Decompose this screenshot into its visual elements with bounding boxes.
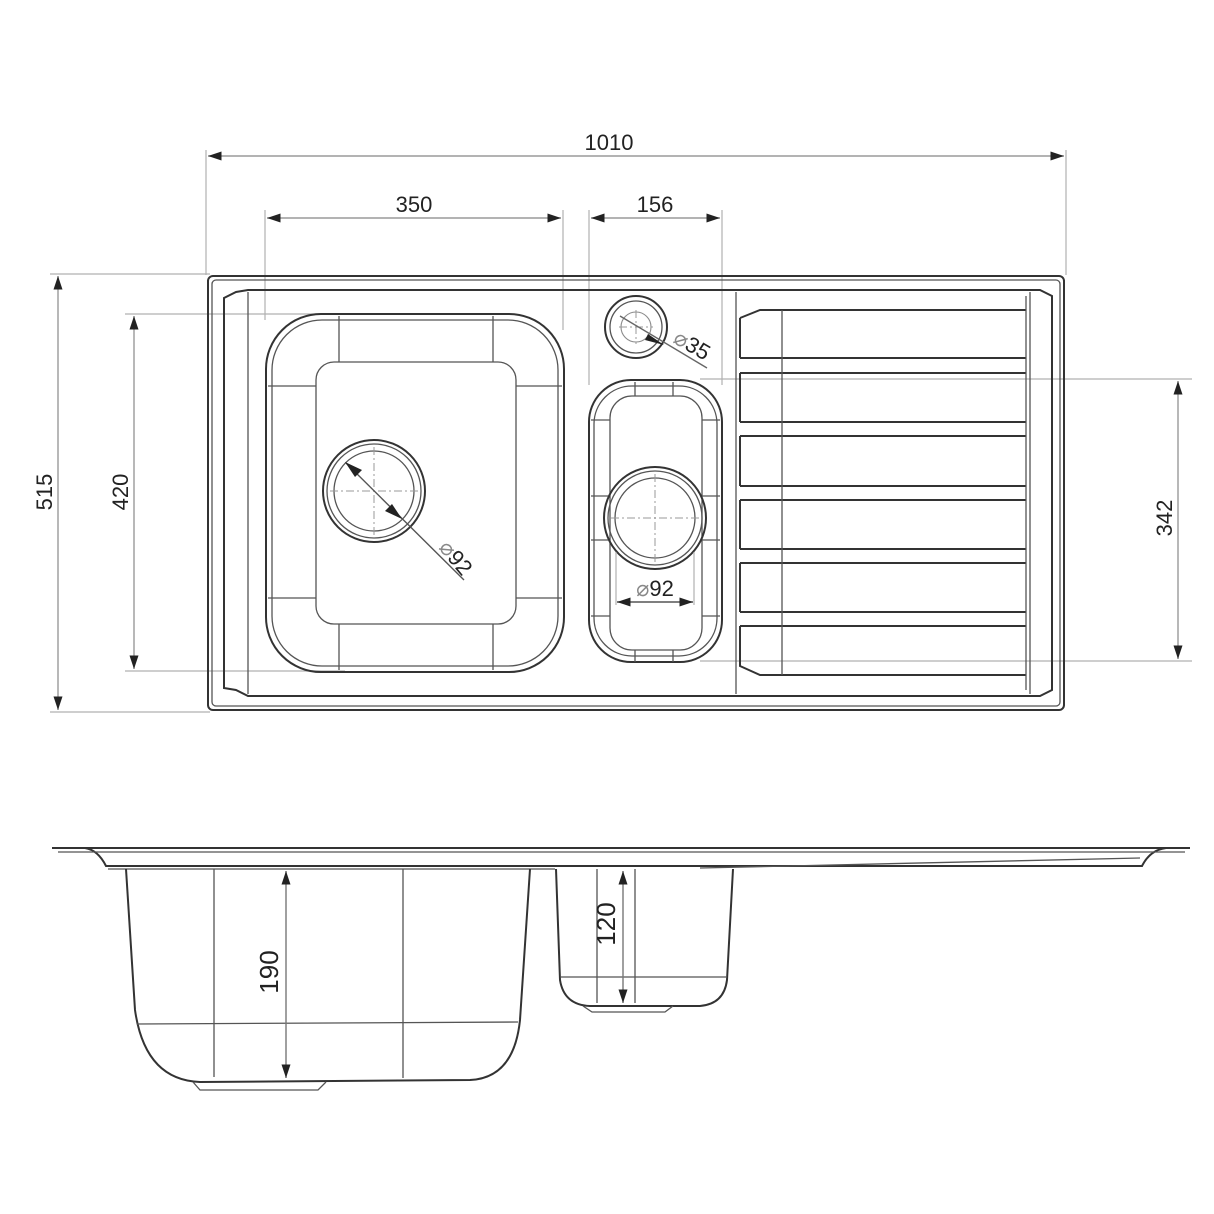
main-bowl-depth-label: 190 [254, 950, 284, 993]
section-view: 190 120 [52, 847, 1190, 1091]
half-waste-diameter-label: ⌀92 [636, 576, 674, 601]
tap-hole-diameter-label: ⌀35 [670, 325, 715, 366]
dimension-overall-width: 1010 [208, 130, 1064, 161]
section-main-bowl: 190 [125, 868, 531, 1091]
sink-outer-rim [207, 275, 1065, 711]
drainer [739, 296, 1027, 690]
dimension-overall-depth: 515 [32, 276, 63, 710]
overall-depth-label: 515 [32, 474, 57, 511]
dimension-half-bowl-width: 156 [591, 192, 720, 223]
extension-lines [50, 150, 1192, 713]
dimension-main-bowl-length: 420 [108, 316, 139, 669]
sink-deck [223, 289, 1053, 697]
dimension-half-bowl-length: 342 [1152, 381, 1183, 659]
half-bowl-width-label: 156 [637, 192, 674, 217]
main-bowl: ⌀92 [265, 313, 565, 673]
half-bowl-length-label: 342 [1152, 500, 1177, 537]
half-waste-outlet: ⌀92 [603, 466, 707, 607]
plan-view: 1010 350 156 515 420 342 [32, 130, 1192, 713]
half-bowl-depth-label: 120 [591, 902, 621, 945]
main-bowl-length-label: 420 [108, 474, 133, 511]
overall-width-label: 1010 [585, 130, 634, 155]
tap-hole: ⌀35 [604, 295, 715, 369]
dimension-main-bowl-width: 350 [267, 192, 561, 223]
section-deck [52, 847, 1190, 867]
main-waste-diameter-label: ⌀92 [434, 535, 477, 580]
half-bowl: ⌀92 [588, 379, 723, 663]
section-half-bowl: 120 [555, 868, 734, 1013]
main-waste-outlet: ⌀92 [322, 439, 478, 581]
main-bowl-width-label: 350 [396, 192, 433, 217]
